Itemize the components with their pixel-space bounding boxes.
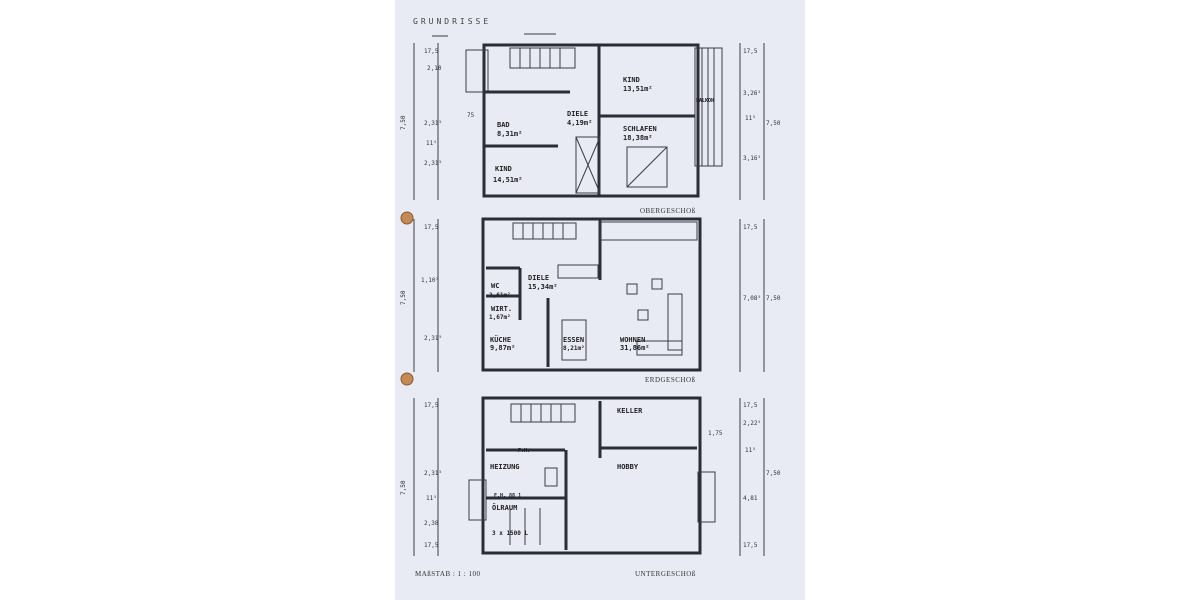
dimension: 7,08⁵: [743, 295, 761, 302]
dimension: 2,38: [424, 520, 439, 527]
dimension: 11⁵: [745, 447, 756, 454]
bed: [626, 146, 668, 188]
room-label: HEIZUNG: [490, 463, 520, 471]
ground-floor-plan: DIELE 15,34m² WC 2,61m² WIRT. 1,67m² KÜC…: [400, 217, 781, 384]
note: F.H.: [518, 448, 530, 454]
pin-hole: [400, 211, 414, 225]
room-area: 31,86m²: [620, 344, 650, 352]
dimension: 7,50: [400, 480, 407, 495]
dimension: 75: [467, 112, 475, 119]
floor-caption: UNTERGESCHOß: [635, 570, 696, 578]
room-area: 14,51m²: [493, 176, 523, 184]
room-label: KELLER: [617, 407, 643, 415]
room-label: ÖLRAUM: [492, 503, 517, 512]
dimension: 7,50: [766, 470, 781, 477]
dimension: 11⁵: [745, 115, 756, 122]
floor-caption: ERDGESCHOß: [645, 376, 696, 384]
room-area: 18,38m²: [623, 134, 653, 142]
dimension: 17,5: [743, 402, 758, 409]
room-label: SCHLAFEN: [623, 125, 657, 133]
balcony-slats: [701, 48, 715, 166]
window-bay: [465, 49, 489, 93]
room-label: KÜCHE: [490, 335, 511, 344]
dimension: 2,10: [427, 65, 442, 72]
outer-wall: [481, 217, 702, 372]
room-label: HOBBY: [617, 463, 639, 471]
dimension: 2,31⁵: [424, 160, 442, 167]
room-area: 8,21m²: [563, 345, 585, 352]
room-label: KIND: [623, 76, 640, 84]
dimension: 17,5: [743, 542, 758, 549]
dimension: 11⁵: [426, 140, 437, 147]
dimension: 2,22⁵: [743, 420, 761, 427]
dimension: 7,50: [766, 120, 781, 127]
room-label: DIELE: [528, 274, 549, 282]
room-area: 13,51m²: [623, 85, 653, 93]
shaft-grid: [575, 136, 601, 194]
dimension: 4,81: [743, 495, 758, 502]
dimension: 1,10⁵: [421, 277, 439, 284]
dimension: 17,5: [743, 48, 758, 55]
counter: [557, 264, 599, 279]
dimension: 2,31⁵: [424, 470, 442, 477]
dimension: 17,5: [424, 402, 439, 409]
pin-hole: [400, 372, 414, 386]
room-label: ESSEN: [563, 336, 584, 344]
note: 3 x 1500 L: [492, 530, 529, 537]
light-well: [697, 471, 716, 523]
dimension: 17,5: [424, 48, 439, 55]
dimension: 17,5: [743, 224, 758, 231]
room-area: 9,87m²: [490, 344, 515, 352]
room-area: 8,31m²: [497, 130, 522, 138]
dimension: 11⁵: [426, 495, 437, 502]
shaft-grid: [599, 221, 698, 241]
furniture: [561, 278, 683, 361]
light-well: [468, 479, 487, 521]
dimension: 7,50: [400, 115, 407, 130]
room-label: WIRT.: [491, 305, 512, 313]
boiler: [544, 467, 558, 487]
room-area: 4,19m²: [567, 119, 592, 127]
dimension: 3,26⁵: [743, 90, 761, 97]
dimension: 1,75: [708, 430, 723, 437]
basement-plan: KELLER HEIZUNG HOBBY ÖLRAUM F.H. F.H. 88…: [400, 396, 781, 578]
dimension: 2,31⁵: [424, 335, 442, 342]
dimension: 7,50: [400, 290, 407, 305]
room-label: BALKON: [696, 98, 714, 104]
floor-caption: OBERGESCHOß: [640, 207, 696, 215]
upper-floor-plan: KIND 13,51m² DIELE 4,19m² BAD 8,31m² SCH…: [400, 43, 781, 215]
room-label: DIELE: [567, 110, 588, 118]
room-area: 1,67m²: [489, 314, 511, 321]
room-area: 2,61m²: [489, 292, 511, 299]
sheet-title: GRUNDRISSE: [413, 17, 491, 26]
room-label: BAD: [497, 121, 510, 129]
scale-label: MAßSTAB : 1 : 100: [415, 570, 481, 578]
stairs: [509, 47, 576, 69]
dimension: 2,31⁵: [424, 120, 442, 127]
dimension: 17,5: [424, 224, 439, 231]
oil-tanks: [509, 508, 541, 545]
room-area: 15,34m²: [528, 283, 558, 291]
stairs: [512, 222, 577, 240]
outer-wall: [482, 43, 700, 198]
stairs: [510, 403, 576, 423]
room-label: WC: [491, 282, 499, 290]
room-label: KIND: [495, 165, 512, 173]
dimension: 7,50: [766, 295, 781, 302]
outer-wall: [481, 396, 702, 555]
dimension: 3,16⁵: [743, 155, 761, 162]
room-label: WOHNEN: [620, 336, 645, 344]
note: F.H. 88 1: [494, 493, 521, 499]
dimension: 17,5: [424, 542, 439, 549]
